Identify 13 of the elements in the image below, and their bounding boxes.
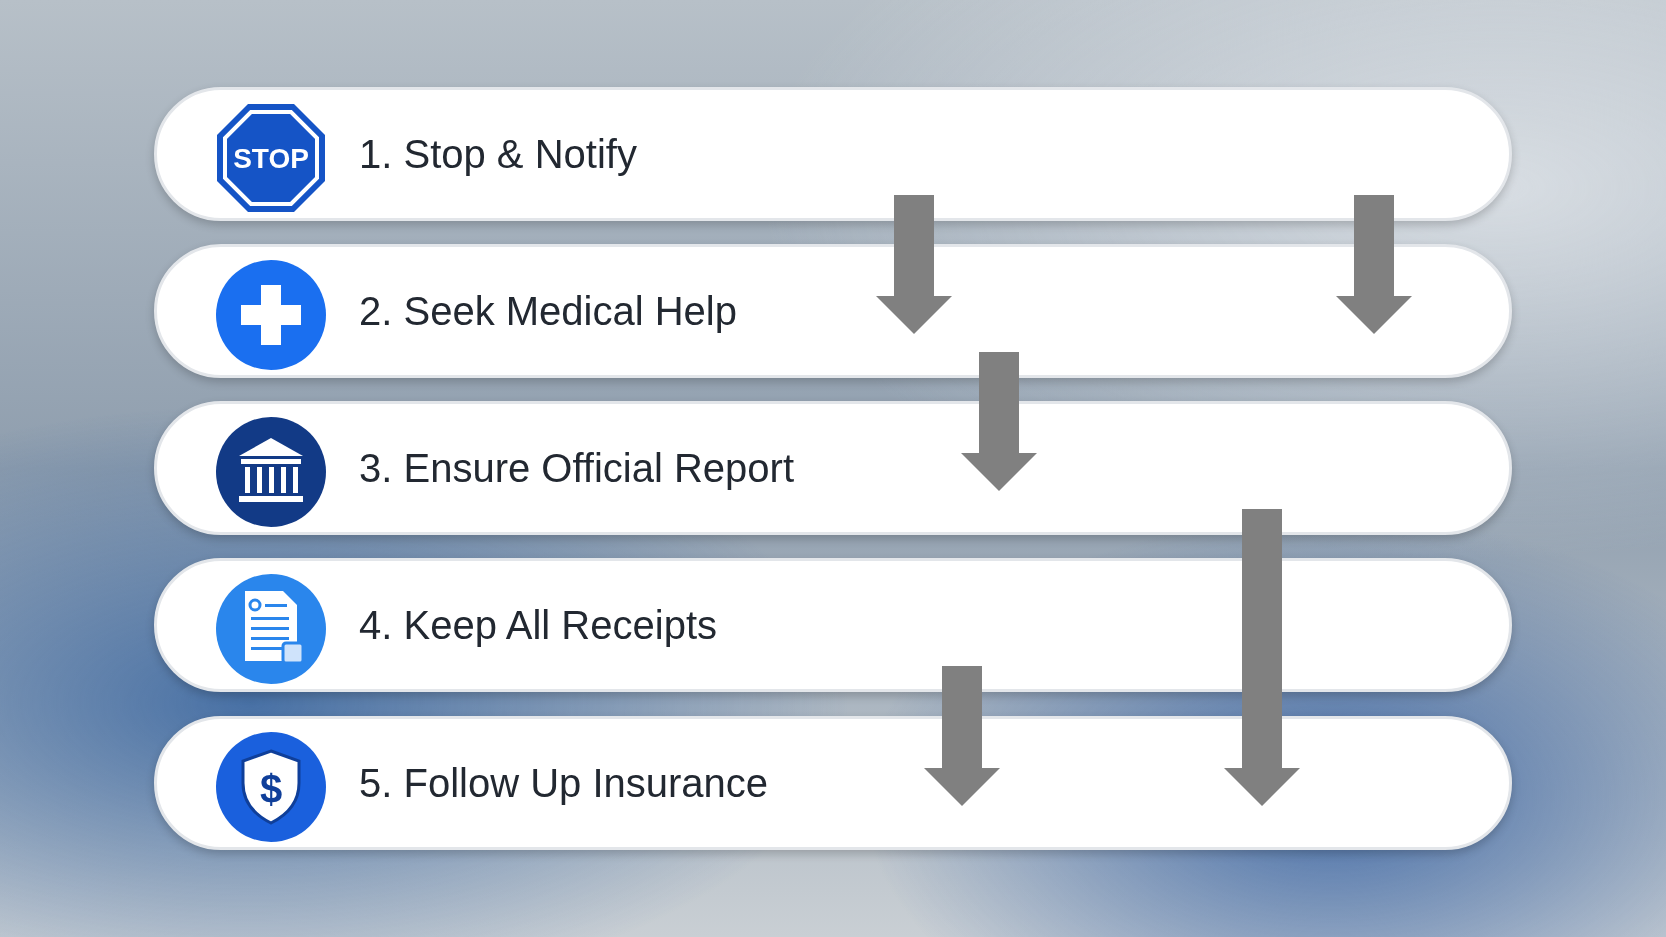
down-arrow: [961, 352, 1037, 491]
down-arrow: [1336, 195, 1412, 334]
shield-dollar-icon: $: [215, 731, 327, 843]
down-arrow: [876, 195, 952, 334]
step-pill: [154, 87, 1512, 221]
step-label: 1. Stop & Notify: [359, 131, 637, 178]
step-label: 2. Seek Medical Help: [359, 288, 737, 335]
down-arrow: [1224, 509, 1300, 806]
step-label: 5. Follow Up Insurance: [359, 760, 769, 807]
step-label: 3. Ensure Official Report: [359, 445, 795, 492]
down-arrow: [924, 666, 1000, 806]
stop-sign-icon: STOP: [215, 102, 327, 214]
step-label: 4. Keep All Receipts: [359, 602, 717, 649]
